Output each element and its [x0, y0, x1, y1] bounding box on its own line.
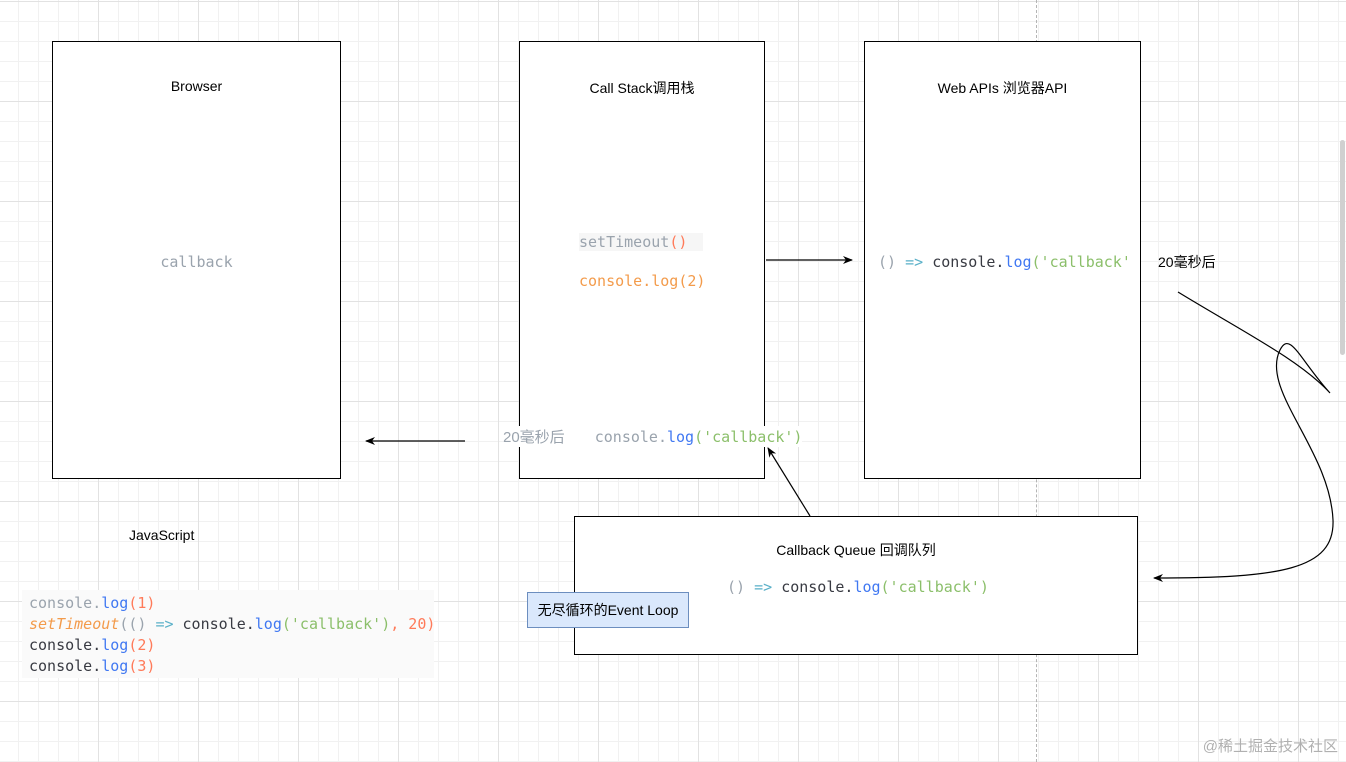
queued-callback: () => console.log('callback') [727, 578, 989, 596]
queue-arrow: => [754, 578, 773, 596]
code1-args: (1) [128, 594, 156, 612]
code2-str: ('callback') [281, 615, 391, 633]
javascript-label: JavaScript [129, 527, 195, 543]
arrow-webapi-to-queue [1153, 291, 1334, 582]
stack-frame-console-log-2: console.log(2) [579, 272, 705, 290]
code2-paren: (() [119, 615, 147, 633]
code1-obj: console. [29, 594, 102, 612]
code2-settimeout: setTimeout [29, 615, 120, 633]
code3-fn: log [101, 636, 129, 654]
code4-obj: console. [29, 657, 102, 675]
stack-log2-obj: console. [579, 272, 652, 290]
browser-box[interactable]: Browser callback [52, 41, 341, 479]
webapi-obj: console. [932, 253, 1005, 271]
callback-queue-box[interactable]: Callback Queue 回调队列 () => console.log('c… [574, 516, 1138, 655]
arrow-queue-to-stack [767, 447, 811, 517]
call-stack-title: Call Stack调用栈 [589, 80, 695, 96]
code-line-1: console.log(1) [29, 594, 155, 612]
browser-title: Browser [170, 78, 223, 94]
call-stack-box[interactable]: Call Stack调用栈 setTimeout() console.log(2… [519, 41, 765, 479]
code-line-4: console.log(3) [29, 657, 155, 675]
browser-callback-text: callback [160, 253, 233, 271]
moving-str: ('callback') [694, 428, 803, 446]
watermark: @稀土掘金技术社区 [1202, 738, 1338, 755]
web-apis-title: Web APIs 浏览器API [937, 80, 1068, 96]
after-20ms-label-left: 20毫秒后 [503, 429, 565, 446]
web-api-callback: () => console.log('callback' [878, 253, 1131, 271]
code4-args: (3) [128, 657, 156, 675]
queue-fn: log [853, 578, 881, 596]
code2-arrow: => [155, 615, 174, 633]
web-apis-box[interactable]: Web APIs 浏览器API () => console.log('callb… [864, 41, 1141, 479]
settimeout-fn: setTimeout [579, 233, 670, 251]
source-code-block: console.log(1) setTimeout(() => console.… [22, 590, 435, 678]
stack-log2-fn: log [651, 272, 679, 290]
queue-obj: console. [781, 578, 854, 596]
code1-fn: log [101, 594, 129, 612]
vertical-scrollbar[interactable] [1340, 140, 1345, 355]
code3-args: (2) [128, 636, 156, 654]
code3-obj: console. [29, 636, 102, 654]
moving-obj: console. [594, 428, 667, 446]
webapi-arrow: => [905, 253, 924, 271]
stack-frame-settimeout: setTimeout() [579, 233, 704, 251]
code2-obj: console. [182, 615, 255, 633]
code2-tail: , 20) [390, 615, 436, 633]
code4-fn: log [101, 657, 129, 675]
code-line-3: console.log(2) [29, 636, 155, 654]
callback-queue-title: Callback Queue 回调队列 [776, 542, 936, 558]
event-loop-label[interactable]: 无尽循环的Event Loop [527, 592, 689, 628]
webapi-fn: log [1004, 253, 1032, 271]
queue-str: ('callback') [880, 578, 989, 596]
after-20ms-label-right: 20毫秒后 [1158, 254, 1216, 270]
code-line-2: setTimeout(() => console.log('callback')… [29, 615, 435, 633]
stack-log2-args: (2) [678, 272, 706, 290]
webapi-paren: () [878, 253, 897, 271]
moving-callback: 20毫秒后 console.log('callback') [503, 426, 803, 447]
webapi-str: ('callback' [1031, 253, 1131, 271]
queue-paren: () [727, 578, 746, 596]
code2-fn: log [254, 615, 282, 633]
settimeout-paren: () [669, 233, 688, 251]
moving-fn: log [667, 428, 695, 446]
